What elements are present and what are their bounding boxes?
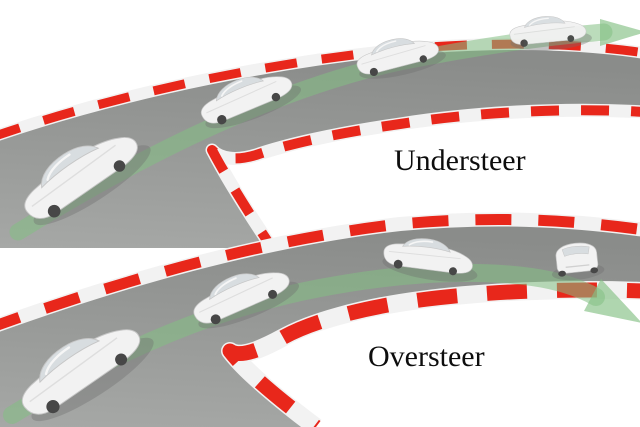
understeer-label: Understeer	[394, 144, 526, 177]
curb-inner-red	[207, 105, 640, 251]
panel-understeer	[0, 12, 640, 252]
curb-inner-red	[222, 282, 640, 427]
racing-line-arrowhead	[584, 279, 640, 323]
racing-line-arrowhead	[600, 19, 640, 46]
panel-oversteer	[0, 212, 640, 427]
curb-outer-red	[0, 213, 640, 331]
oversteer-label: Oversteer	[368, 340, 485, 373]
